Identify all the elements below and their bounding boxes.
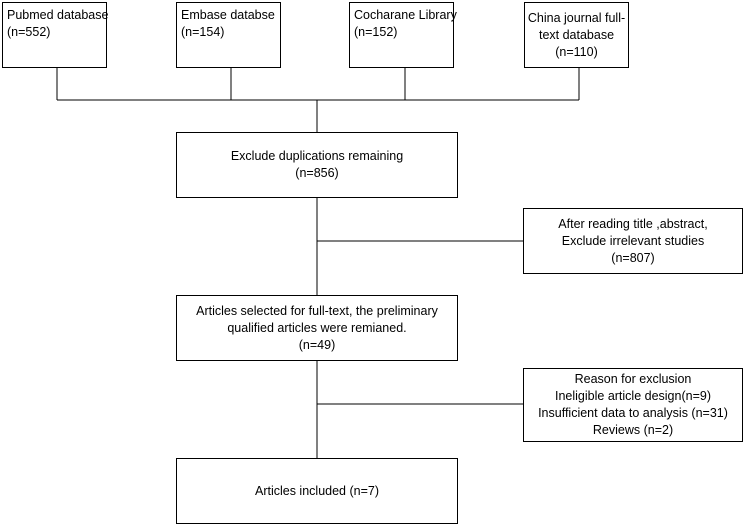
screen-exclude-count: (n=807) xyxy=(611,250,655,265)
source-box-china-journal: China journal full- text database (n=110… xyxy=(524,2,629,68)
source-box-pubmed: Pubmed database (n=552) xyxy=(2,2,109,68)
fulltext-label-cont: qualified articles were remianed. xyxy=(227,320,407,335)
screen-exclude-box: After reading title ,abstract, Exclude i… xyxy=(523,208,743,274)
source-box-cochrane: Cocharane Library (n=152) xyxy=(349,2,457,68)
exclusion-reason: Insufficient data to analysis (n=31) xyxy=(538,406,728,420)
source-label: Cocharane Library xyxy=(354,8,457,22)
exclusion-heading: Reason for exclusion xyxy=(574,372,692,386)
source-count: (n=152) xyxy=(354,25,398,39)
dedup-box: Exclude duplications remaining (n=856) xyxy=(176,132,458,198)
fulltext-exclude-box: Reason for exclusion Ineligible article … xyxy=(523,368,743,442)
source-count: (n=552) xyxy=(7,25,51,39)
included-label: Articles included (n=7) xyxy=(254,483,380,498)
source-label: Pubmed database xyxy=(7,8,109,22)
exclusion-reason: Ineligible article design(n=9) xyxy=(555,389,711,403)
included-box: Articles included (n=7) xyxy=(176,458,458,524)
fulltext-count: (n=49) xyxy=(298,337,336,352)
source-count: (n=110) xyxy=(555,44,598,59)
screen-exclude-label-cont: Exclude irrelevant studies xyxy=(561,233,705,248)
source-box-embase: Embase databse (n=154) xyxy=(176,2,281,68)
source-label: China journal full- xyxy=(527,10,626,25)
screen-exclude-label: After reading title ,abstract, xyxy=(558,216,708,231)
exclusion-reason: Reviews (n=2) xyxy=(592,423,674,437)
dedup-label: Exclude duplications remaining xyxy=(230,149,404,163)
fulltext-label: Articles selected for full-text, the pre… xyxy=(196,303,438,318)
dedup-count: (n=856) xyxy=(295,166,339,180)
source-count: (n=154) xyxy=(181,25,225,39)
source-label: Embase databse xyxy=(181,8,275,22)
source-label-cont: text database xyxy=(538,27,615,42)
fulltext-box: Articles selected for full-text, the pre… xyxy=(176,295,458,361)
